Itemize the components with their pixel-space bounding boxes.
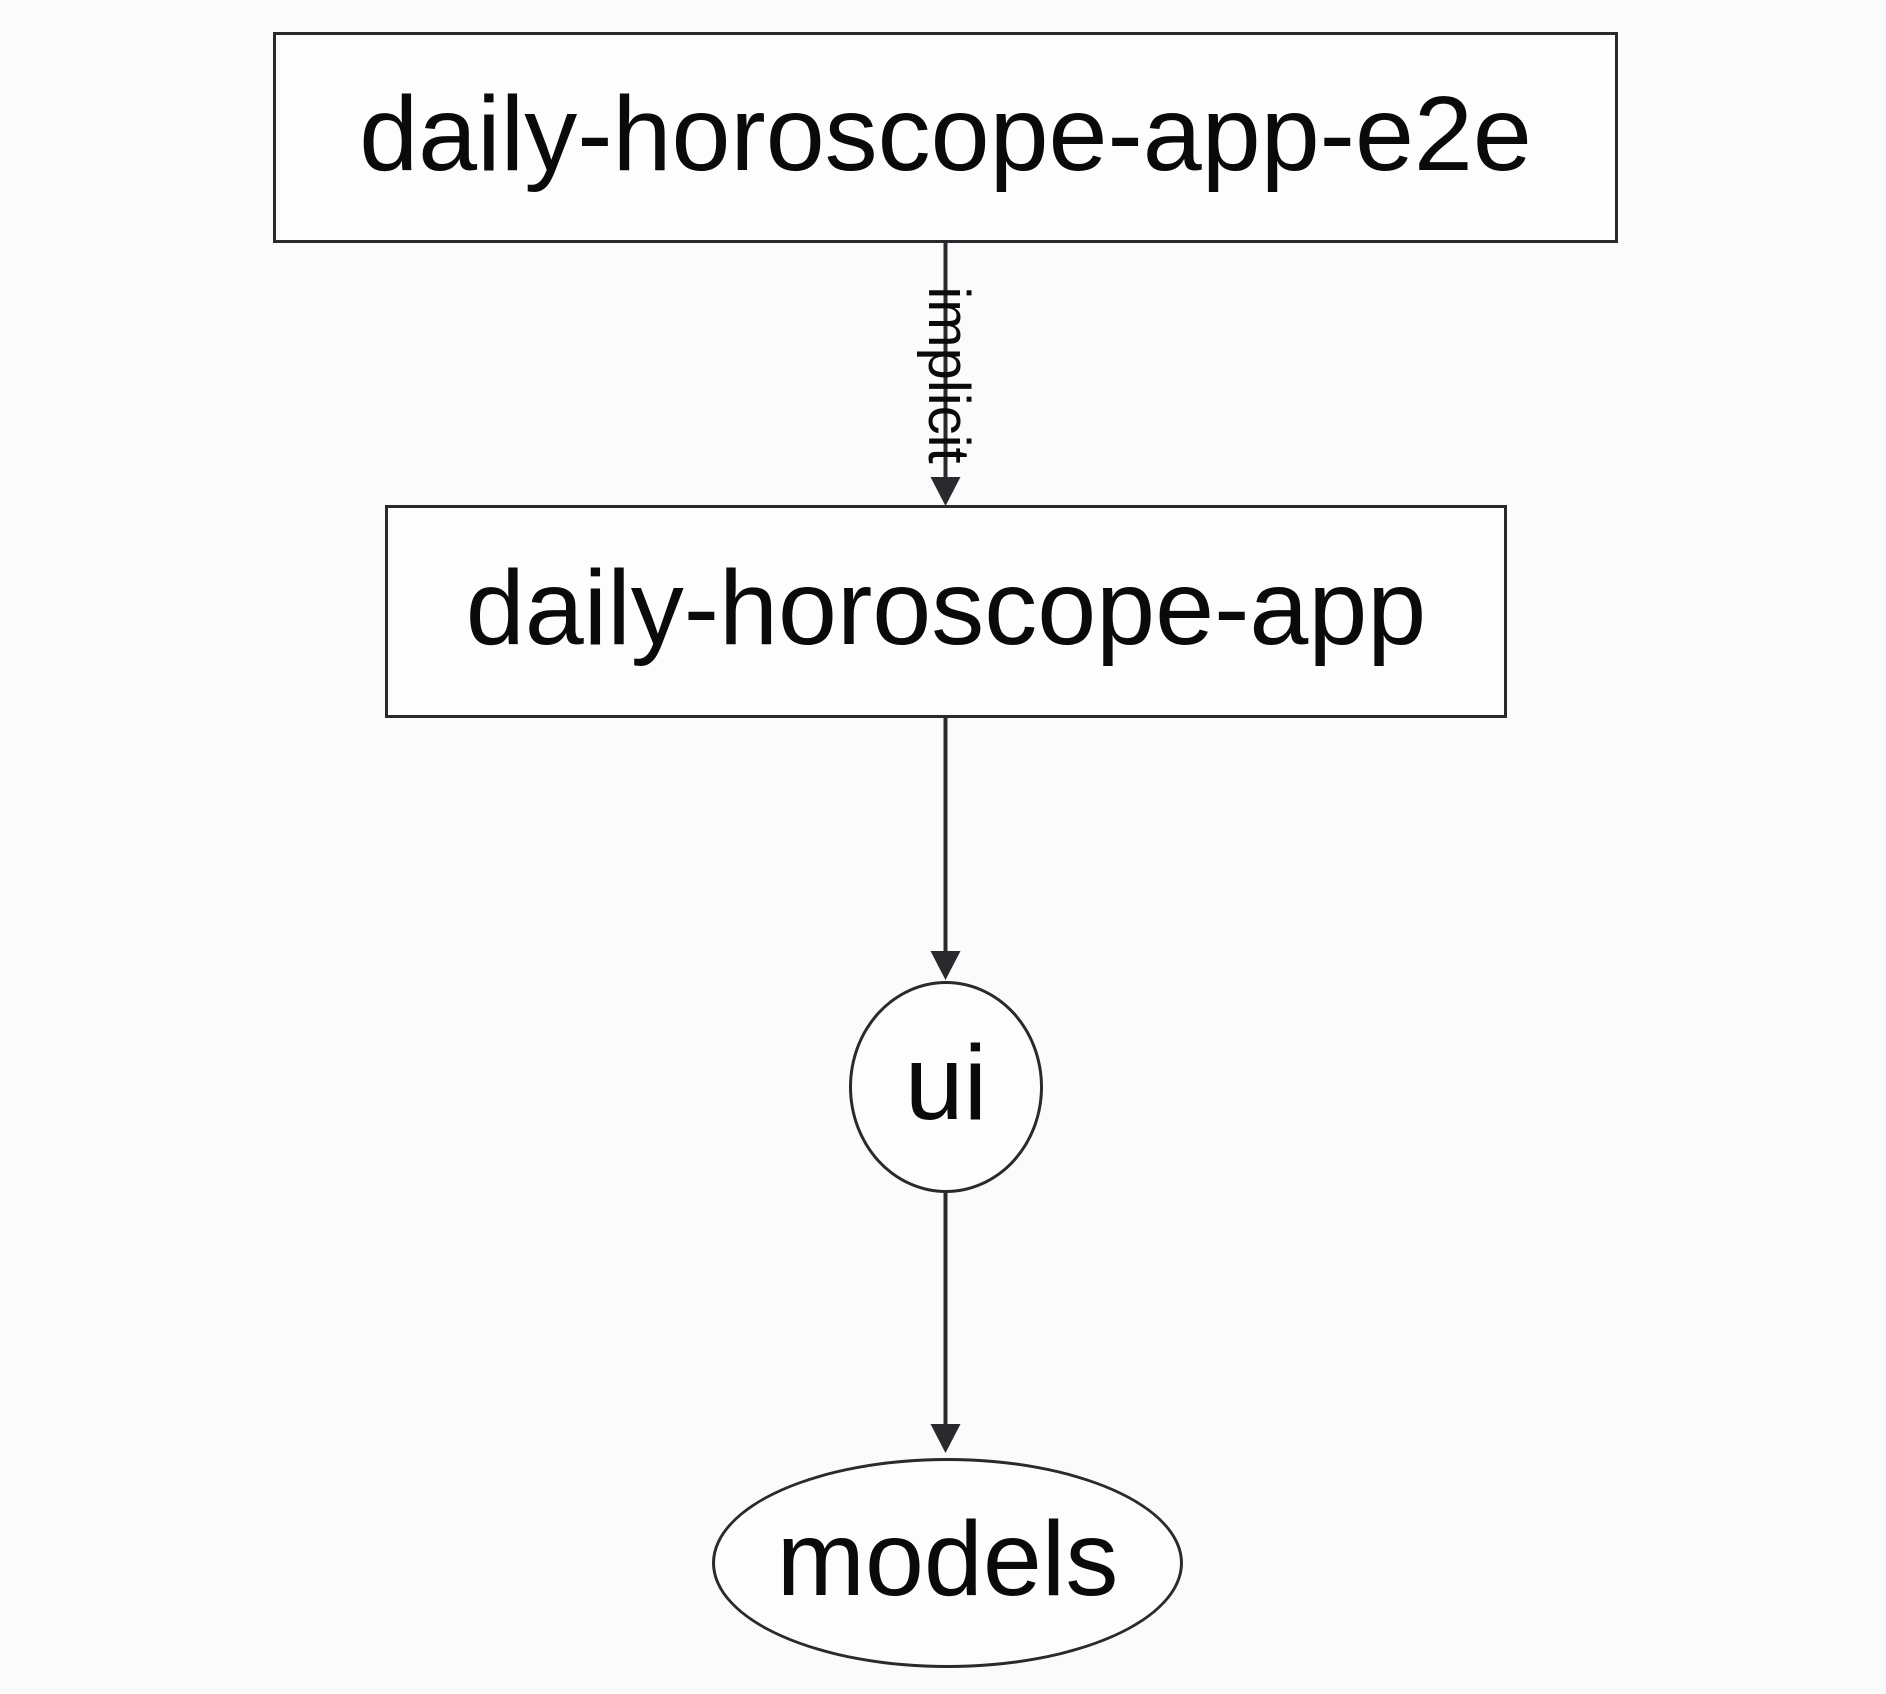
arrowhead-icon	[930, 477, 961, 506]
arrowhead-icon	[930, 951, 961, 980]
node-label-models: models	[776, 1500, 1119, 1618]
edge-ui-to-models	[930, 1193, 961, 1453]
node-models[interactable]: models	[712, 1458, 1183, 1668]
node-daily-horoscope-app[interactable]: daily-horoscope-app	[385, 505, 1507, 718]
node-ui[interactable]: ui	[849, 981, 1043, 1193]
node-label-ui: ui	[904, 1024, 988, 1142]
node-daily-horoscope-app-e2e[interactable]: daily-horoscope-app-e2e	[273, 32, 1618, 243]
edge-label-implicit: implicit	[916, 286, 981, 464]
edge-app-to-ui	[930, 718, 961, 980]
edge-e2e-to-app	[930, 243, 961, 506]
node-label-daily-horoscope-app: daily-horoscope-app	[465, 548, 1427, 667]
node-label-daily-horoscope-app-e2e: daily-horoscope-app-e2e	[359, 74, 1532, 193]
arrowhead-icon	[930, 1424, 961, 1453]
